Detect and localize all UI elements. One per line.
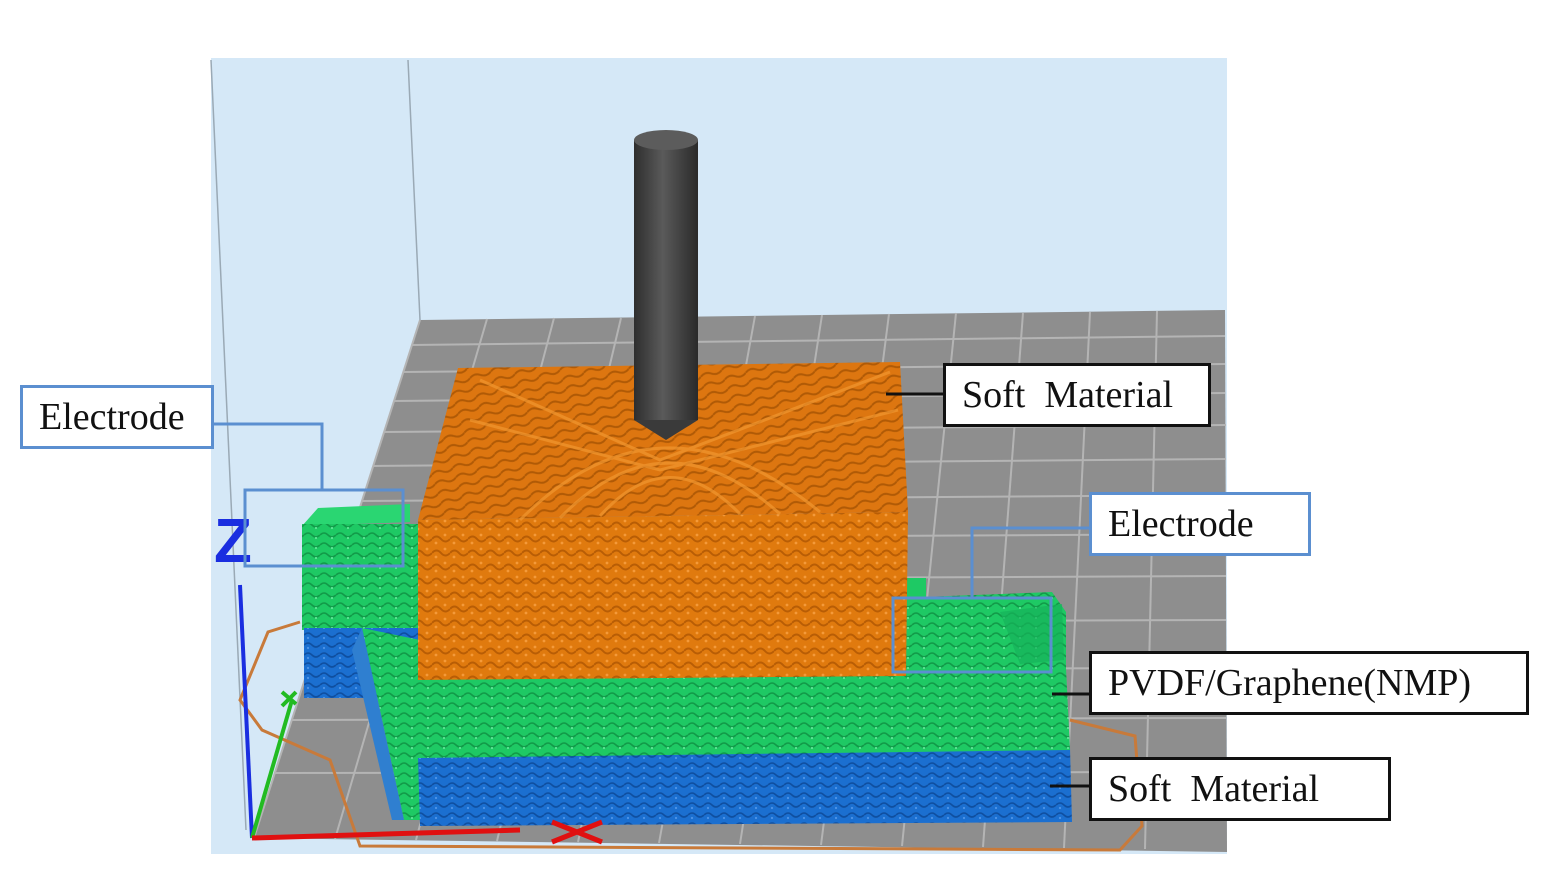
label-soft-material-top: Soft Material — [943, 363, 1211, 427]
electrode-left-highlight-box — [243, 488, 405, 568]
print-nozzle-top — [634, 130, 698, 150]
label-soft-material-bottom: Soft Material — [1089, 757, 1391, 821]
leader-electrode-left — [214, 422, 324, 490]
top-infill-arcs — [469, 370, 899, 522]
axis-z-line — [238, 584, 254, 839]
print-nozzle-tip — [634, 420, 698, 440]
electrode-right-highlight — [1000, 604, 1064, 664]
leader-electrode-right — [970, 526, 1089, 598]
print-nozzle-body — [634, 140, 698, 420]
pvdf-graphene-layer — [414, 668, 1070, 758]
label-electrode-right: Electrode — [1089, 492, 1311, 556]
electrode-left-side-strip — [362, 628, 420, 820]
label-pvdf-graphene: PVDF/Graphene(NMP) — [1089, 651, 1529, 715]
electrode-left-shadow — [352, 628, 404, 820]
soft-material-top-block-front — [418, 512, 908, 680]
axis-y-marker — [280, 690, 298, 708]
soft-material-top-block-top — [418, 362, 908, 520]
axis-y-line — [250, 699, 294, 839]
electrode-left-green — [302, 524, 420, 630]
electrode-right-tab — [904, 578, 926, 602]
soft-material-bottom-layer — [418, 748, 1072, 826]
electrode-left-top-face — [302, 504, 410, 526]
scene-edge-line — [407, 59, 421, 321]
axis-x-marker — [551, 819, 603, 845]
label-electrode-left: Electrode — [20, 385, 214, 449]
axis-x-line — [251, 827, 521, 841]
